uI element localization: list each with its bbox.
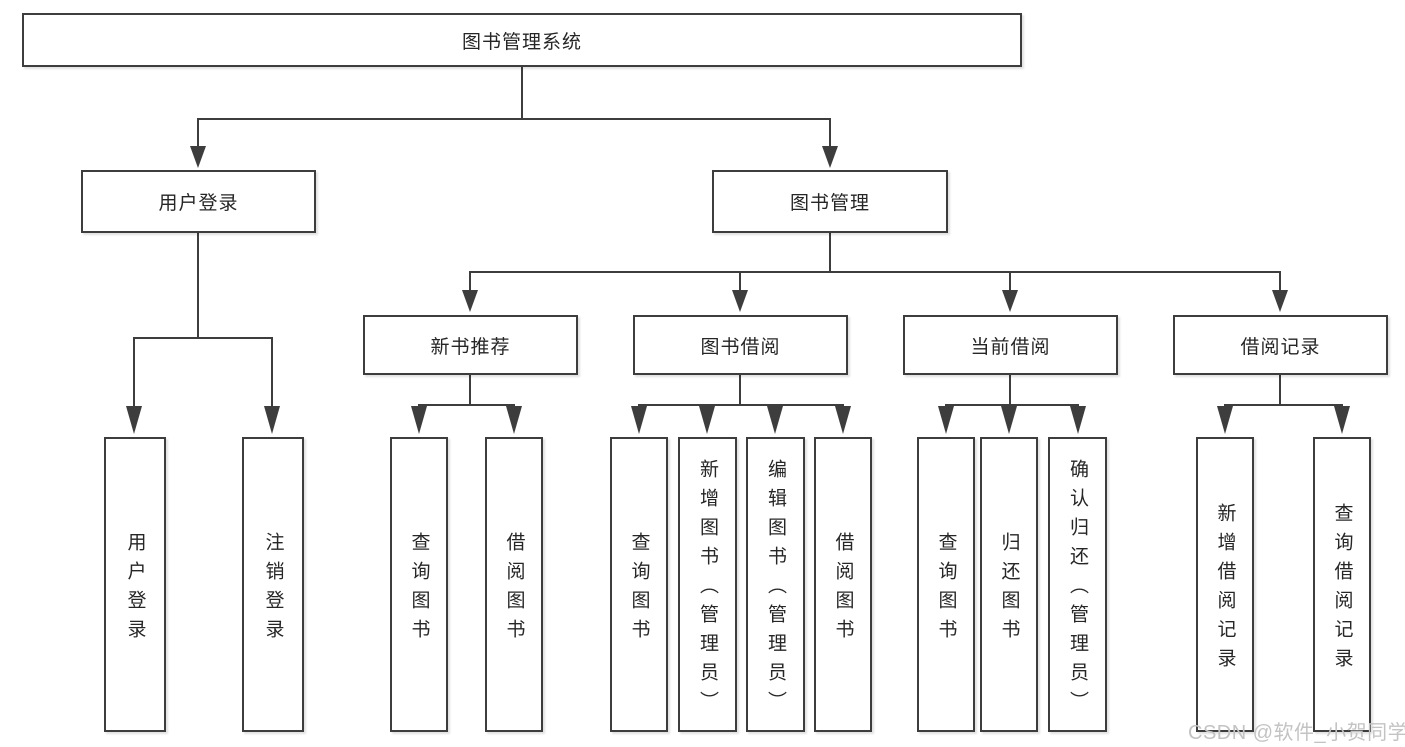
- leaf-label: 新增图书（管理员）: [697, 459, 718, 720]
- csdn-watermark: CSDN @软件_小贺同学: [1188, 722, 1405, 744]
- leaf-bb-borrow-books: 借阅图书: [814, 437, 872, 732]
- arrow-down: [835, 406, 851, 434]
- connector-currentborrow-trunk: [1009, 375, 1011, 406]
- leaf-label: 确认归还（管理员）: [1067, 459, 1088, 720]
- leaf-label: 新增借阅记录: [1214, 502, 1236, 677]
- arrow-down: [462, 290, 478, 312]
- leaf-br-add-record: 新增借阅记录: [1196, 437, 1254, 732]
- leaf-label: 查询图书: [408, 531, 430, 648]
- arrow-down: [767, 406, 783, 434]
- arrow-down: [411, 406, 427, 434]
- node-current-borrow: 当前借阅: [903, 315, 1118, 375]
- connector-root-trunk: [521, 67, 523, 120]
- node-borrow-record: 借阅记录: [1173, 315, 1388, 375]
- connector-bookmgmt-branch: [469, 271, 1281, 273]
- node-user-login: 用户登录: [81, 170, 316, 233]
- node-book-borrow: 图书借阅: [633, 315, 848, 375]
- arrow-down: [506, 406, 522, 434]
- arrow-down: [732, 290, 748, 312]
- leaf-label: 编辑图书（管理员）: [765, 459, 786, 720]
- arrow-down: [126, 406, 142, 434]
- node-book-management: 图书管理: [712, 170, 948, 233]
- arrow-down: [1070, 406, 1086, 434]
- leaf-br-query-record: 查询借阅记录: [1313, 437, 1371, 732]
- leaf-rec-query-books: 查询图书: [390, 437, 448, 732]
- connector-stub: [1009, 273, 1011, 291]
- connector-stub: [271, 339, 273, 407]
- leaf-bb-add-books-admin: 新增图书（管理员）: [678, 437, 737, 732]
- connector-bookborrow-branch: [638, 404, 844, 406]
- leaf-rec-borrow-books: 借阅图书: [485, 437, 543, 732]
- leaf-label: 注销登录: [262, 531, 284, 648]
- node-root-library-management-system: 图书管理系统: [22, 13, 1022, 67]
- arrow-down: [190, 146, 206, 168]
- leaf-label: 借阅图书: [503, 531, 525, 648]
- connector-userlogin-branch: [133, 337, 273, 339]
- connector-newrec-branch: [418, 404, 515, 406]
- leaf-bb-edit-books-admin: 编辑图书（管理员）: [746, 437, 805, 732]
- arrow-down: [1217, 406, 1233, 434]
- connector-bookmgmt-trunk: [829, 233, 831, 273]
- leaf-cb-return-books: 归还图书: [980, 437, 1038, 732]
- connector-bookborrow-trunk: [739, 375, 741, 406]
- connector-stub: [133, 339, 135, 407]
- arrow-down: [631, 406, 647, 434]
- node-new-book-recommend: 新书推荐: [363, 315, 578, 375]
- leaf-bb-query-books: 查询图书: [610, 437, 668, 732]
- connector-currentborrow-branch: [945, 404, 1079, 406]
- leaf-cb-confirm-return-admin: 确认归还（管理员）: [1048, 437, 1107, 732]
- leaf-label: 查询借阅记录: [1331, 502, 1353, 677]
- connector-userlogin-trunk: [197, 233, 199, 339]
- leaf-user-login: 用户登录: [104, 437, 166, 732]
- connector-root-branch: [197, 118, 831, 120]
- arrow-down: [1001, 406, 1017, 434]
- connector-stub: [197, 120, 199, 147]
- leaf-label: 查询图书: [628, 531, 650, 648]
- arrow-down: [699, 406, 715, 434]
- arrow-down: [1002, 290, 1018, 312]
- connector-borrowrecord-branch: [1224, 404, 1343, 406]
- leaf-label: 归还图书: [998, 531, 1020, 648]
- leaf-label: 用户登录: [124, 531, 146, 648]
- connector-stub: [829, 120, 831, 147]
- arrow-down: [1334, 406, 1350, 434]
- arrow-down: [1272, 290, 1288, 312]
- connector-newrec-trunk: [469, 375, 471, 406]
- connector-stub: [739, 273, 741, 291]
- connector-stub: [469, 273, 471, 291]
- connector-borrowrecord-trunk: [1279, 375, 1281, 406]
- leaf-label: 查询图书: [935, 531, 957, 648]
- leaf-cb-query-books: 查询图书: [917, 437, 975, 732]
- connector-stub: [1279, 273, 1281, 291]
- leaf-logout: 注销登录: [242, 437, 304, 732]
- leaf-label: 借阅图书: [832, 531, 854, 648]
- arrow-down: [264, 406, 280, 434]
- arrow-down: [822, 146, 838, 168]
- arrow-down: [938, 406, 954, 434]
